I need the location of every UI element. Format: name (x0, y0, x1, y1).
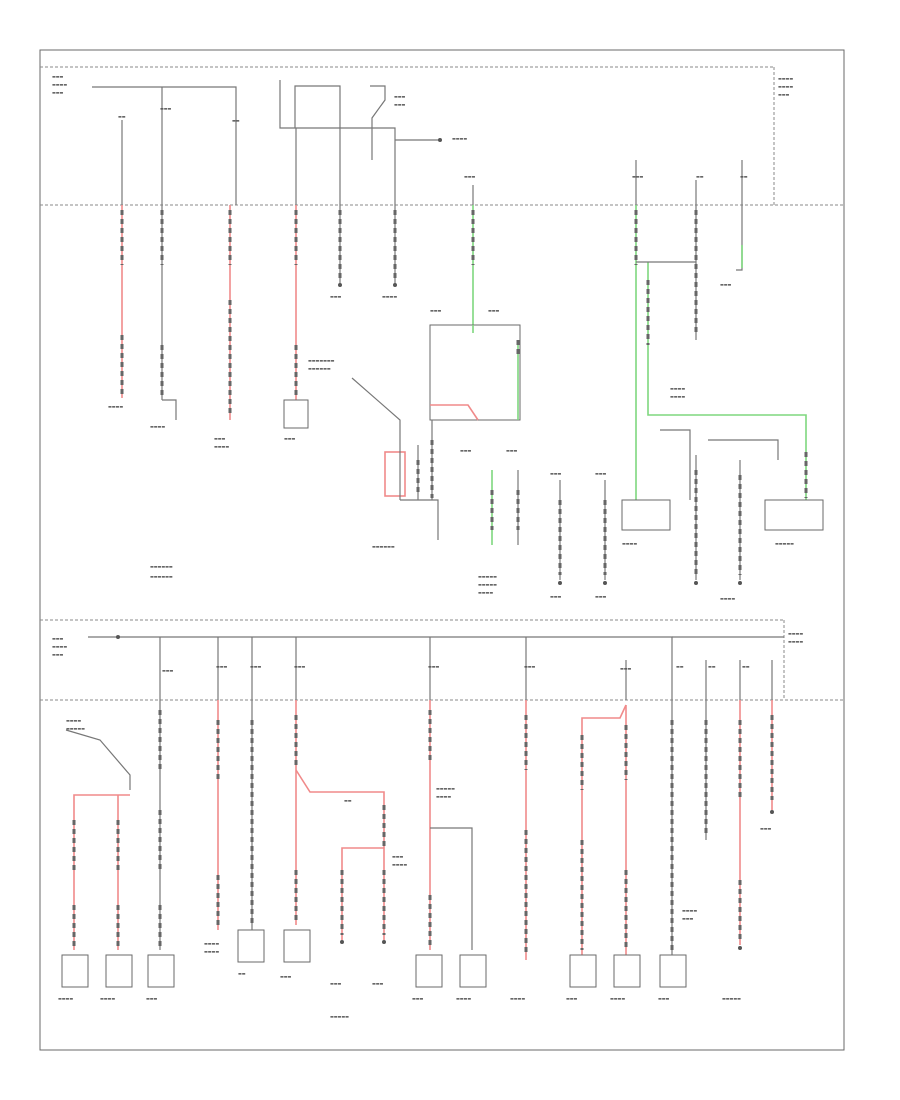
svg-text:▬▬▬▬: ▬▬▬▬ (392, 862, 407, 867)
svg-text:▬▬▬▬▬: ▬▬▬▬▬ (330, 1014, 349, 1019)
lower-drops: ▬▬▬▬ ▬▬▬▬▬ ▬▬▬▬ ▬▬▬▬ ▬▬▬ ▬▬▬▬ ▬▬▬▬ ▬▬ (58, 700, 774, 1019)
svg-text:▬▬: ▬▬ (344, 798, 352, 803)
svg-text:▬▬▬▬▬: ▬▬▬▬▬ (478, 574, 497, 579)
svg-text:▬▬▬: ▬▬▬ (428, 664, 440, 669)
svg-text:▬▬▬: ▬▬▬ (412, 996, 424, 1001)
upper-drops: ▬▬▬▬ ▬▬▬▬ ▬▬▬ ▬▬▬▬ ▬▬▬ ▬▬▬ ▬▬▬▬ (108, 205, 743, 449)
svg-text:▬▬▬: ▬▬▬ (658, 996, 670, 1001)
svg-text:▬▬▬▬▬: ▬▬▬▬▬ (436, 786, 455, 791)
svg-text:▬▬▬▬: ▬▬▬▬ (100, 996, 115, 1001)
svg-text:▬▬▬▬: ▬▬▬▬ (778, 84, 793, 89)
svg-text:▬▬: ▬▬ (232, 118, 240, 123)
svg-text:▬▬▬: ▬▬▬ (392, 854, 404, 859)
svg-text:▬▬▬▬▬: ▬▬▬▬▬ (722, 996, 741, 1001)
central-module: ▬▬▬ ▬▬▬ ▬▬▬▬▬▬▬ ▬▬▬▬▬▬ ▬▬▬▬▬▬ ▬▬▬ ▬▬▬ ▬▬… (308, 308, 607, 599)
svg-text:▬▬▬: ▬▬▬ (595, 594, 607, 599)
svg-text:▬▬▬▬: ▬▬▬▬ (682, 908, 697, 913)
svg-text:▬▬▬: ▬▬▬ (52, 652, 64, 657)
svg-text:▬▬▬▬: ▬▬▬▬ (670, 394, 685, 399)
upper-fuse-block: ▬▬▬ ▬▬▬▬ ▬▬▬ ▬▬ ▬▬▬ ▬▬ ▬▬▬ ▬▬▬ ▬▬▬▬ ▬▬▬▬… (40, 66, 844, 206)
svg-text:▬▬▬: ▬▬▬ (430, 308, 442, 313)
svg-text:▬▬▬: ▬▬▬ (372, 981, 384, 986)
svg-text:▬▬▬▬▬▬: ▬▬▬▬▬▬ (150, 574, 173, 579)
svg-text:▬▬▬▬▬▬: ▬▬▬▬▬▬ (372, 544, 395, 549)
svg-text:▬▬▬▬▬: ▬▬▬▬▬ (478, 582, 497, 587)
svg-text:▬▬▬: ▬▬▬ (488, 308, 500, 313)
svg-text:▬▬▬▬: ▬▬▬▬ (452, 136, 467, 141)
svg-text:▬▬▬▬: ▬▬▬▬ (58, 996, 73, 1001)
svg-text:▬▬▬: ▬▬▬ (52, 636, 64, 641)
svg-text:▬▬▬▬: ▬▬▬▬ (510, 996, 525, 1001)
svg-text:▬▬▬▬: ▬▬▬▬ (214, 444, 229, 449)
svg-text:▬▬: ▬▬ (740, 174, 748, 179)
svg-text:▬▬▬: ▬▬▬ (460, 448, 472, 453)
svg-text:▬▬▬▬: ▬▬▬▬ (204, 941, 219, 946)
svg-text:▬▬▬▬: ▬▬▬▬ (456, 996, 471, 1001)
svg-text:▬▬▬: ▬▬▬ (394, 94, 406, 99)
right-harness: ▬▬▬▬ ▬▬▬▬ ▬▬▬▬ ▬▬▬▬▬ ▬▬▬▬ ▬▬▬▬▬▬ ▬▬▬▬▬▬ (150, 205, 824, 601)
svg-text:▬▬▬▬: ▬▬▬▬ (52, 644, 67, 649)
svg-text:▬▬▬▬▬▬▬: ▬▬▬▬▬▬▬ (308, 358, 335, 363)
svg-text:▬▬▬: ▬▬▬ (720, 282, 732, 287)
svg-text:▬▬▬▬▬: ▬▬▬▬▬ (775, 541, 794, 546)
svg-text:▬▬: ▬▬ (742, 664, 750, 669)
svg-text:▬▬▬: ▬▬▬ (284, 436, 296, 441)
svg-text:▬▬▬: ▬▬▬ (464, 174, 476, 179)
svg-text:▬▬▬: ▬▬▬ (52, 90, 64, 95)
svg-text:▬▬▬: ▬▬▬ (524, 664, 536, 669)
svg-text:▬▬: ▬▬ (708, 664, 716, 669)
svg-text:▬▬▬▬: ▬▬▬▬ (66, 718, 81, 723)
lower-fuse-block: ▬▬▬ ▬▬▬▬ ▬▬▬ ▬▬▬▬ ▬▬▬▬ ▬▬▬ ▬▬▬ ▬▬▬ ▬▬▬ ▬… (40, 619, 844, 701)
svg-text:▬▬▬▬: ▬▬▬▬ (778, 76, 793, 81)
svg-text:▬▬: ▬▬ (238, 971, 246, 976)
svg-text:▬▬▬▬: ▬▬▬▬ (720, 596, 735, 601)
svg-text:▬▬▬▬: ▬▬▬▬ (788, 639, 803, 644)
svg-text:▬▬▬: ▬▬▬ (250, 664, 262, 669)
svg-text:▬▬▬: ▬▬▬ (160, 106, 172, 111)
svg-text:▬▬▬: ▬▬▬ (146, 996, 158, 1001)
svg-text:▬▬▬: ▬▬▬ (566, 996, 578, 1001)
svg-text:▬▬▬▬: ▬▬▬▬ (150, 424, 165, 429)
svg-text:▬▬: ▬▬ (696, 174, 704, 179)
svg-text:▬▬▬▬: ▬▬▬▬ (670, 386, 685, 391)
svg-text:▬▬▬▬: ▬▬▬▬ (478, 590, 493, 595)
svg-text:▬▬▬▬: ▬▬▬▬ (204, 949, 219, 954)
svg-text:▬▬▬▬▬: ▬▬▬▬▬ (66, 726, 85, 731)
svg-text:▬▬▬▬: ▬▬▬▬ (52, 82, 67, 87)
svg-text:▬▬▬: ▬▬▬ (632, 174, 644, 179)
svg-text:▬▬▬▬▬▬: ▬▬▬▬▬▬ (308, 366, 331, 371)
svg-text:▬▬▬▬: ▬▬▬▬ (610, 996, 625, 1001)
svg-text:▬▬▬▬: ▬▬▬▬ (788, 631, 803, 636)
svg-text:▬▬▬: ▬▬▬ (778, 92, 790, 97)
svg-text:▬▬▬: ▬▬▬ (330, 981, 342, 986)
svg-text:▬▬▬▬: ▬▬▬▬ (108, 404, 123, 409)
svg-text:▬▬▬: ▬▬▬ (52, 74, 64, 79)
svg-text:▬▬▬: ▬▬▬ (760, 826, 772, 831)
svg-text:▬▬▬: ▬▬▬ (595, 471, 607, 476)
outer-frame (39, 49, 845, 1051)
svg-text:▬▬▬: ▬▬▬ (620, 666, 632, 671)
svg-text:▬▬▬: ▬▬▬ (214, 436, 226, 441)
svg-text:▬▬▬▬: ▬▬▬▬ (382, 294, 397, 299)
svg-text:▬▬: ▬▬ (118, 114, 126, 119)
svg-text:▬▬▬: ▬▬▬ (682, 916, 694, 921)
svg-text:▬▬▬▬: ▬▬▬▬ (436, 794, 451, 799)
svg-text:▬▬▬: ▬▬▬ (330, 294, 342, 299)
svg-text:▬▬▬: ▬▬▬ (162, 668, 174, 673)
svg-text:▬▬: ▬▬ (676, 664, 684, 669)
svg-text:▬▬▬: ▬▬▬ (294, 664, 306, 669)
svg-text:▬▬▬: ▬▬▬ (550, 471, 562, 476)
svg-text:▬▬▬: ▬▬▬ (506, 448, 518, 453)
svg-text:▬▬▬: ▬▬▬ (280, 974, 292, 979)
svg-text:▬▬▬: ▬▬▬ (550, 594, 562, 599)
svg-text:▬▬▬: ▬▬▬ (216, 664, 228, 669)
svg-text:▬▬▬▬: ▬▬▬▬ (622, 541, 637, 546)
svg-text:▬▬▬: ▬▬▬ (394, 102, 406, 107)
svg-text:▬▬▬▬▬▬: ▬▬▬▬▬▬ (150, 564, 173, 569)
